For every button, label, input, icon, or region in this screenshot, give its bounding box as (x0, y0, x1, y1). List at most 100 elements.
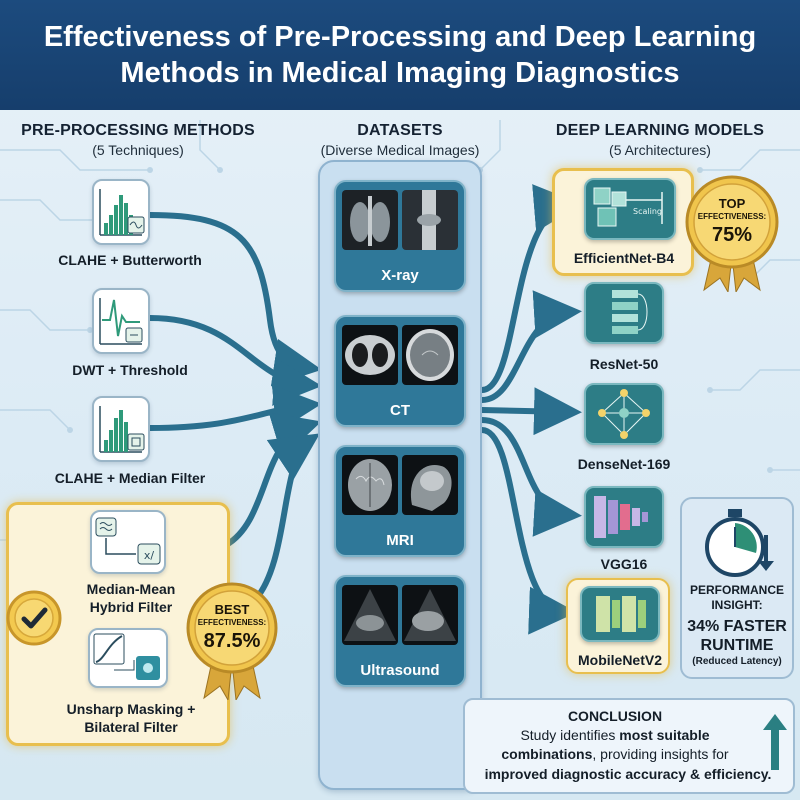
models-subheading: (5 Architectures) (609, 142, 711, 158)
method-card-unsharp-bilateral (88, 628, 168, 688)
performance-heading-line2: INSIGHT: (711, 598, 763, 612)
ultrasound-image-1 (342, 585, 398, 645)
models-heading: DEEP LEARNING MODELS (555, 122, 765, 139)
hybrid-filter-icon: x/ (95, 517, 161, 565)
top-badge-line1: TOP (718, 196, 746, 211)
residual-block-icon (612, 290, 648, 334)
method-label-median-mean-line1: Median-Mean (86, 581, 176, 597)
checkmark-medal (4, 588, 64, 648)
network-icon: Scaling (593, 187, 663, 227)
arrow-to-mobilenet (479, 427, 577, 635)
arrow-to-densenet (479, 387, 582, 436)
performance-heading: PERFORMANCE INSIGHT: (682, 583, 792, 613)
dataset-card-mri: MRI (334, 445, 466, 557)
datasets-heading-block: DATASETS (Diverse Medical Images) (300, 122, 500, 158)
model-card-efficientnet: Scaling (584, 178, 676, 240)
method-card-clahe-butterworth (92, 179, 150, 245)
model-card-mobilenet (580, 586, 660, 642)
method-label-clahe-butterworth: CLAHE + Butterworth (58, 252, 202, 268)
xray-knee-image (402, 190, 458, 250)
model-label-densenet: DenseNet-169 (577, 456, 671, 472)
model-card-resnet (584, 282, 664, 344)
performance-value: 34% FASTER RUNTIME (682, 617, 792, 655)
top-effectiveness-badge: TOP EFFECTIVENESS: 75% (682, 174, 782, 294)
dataset-card-xray: X-ray (334, 180, 466, 292)
conclusion-line2-bold: combinations (501, 746, 593, 762)
page-title: Effectiveness of Pre-Processing and Deep… (43, 21, 757, 89)
up-arrow-icon (763, 714, 787, 770)
model-label-vgg: VGG16 (600, 556, 648, 572)
best-effectiveness-badge: BEST EFFECTIVENESS: 87.5% (184, 582, 280, 702)
xray-chest-image (342, 190, 398, 250)
performance-note: (Reduced Latency) (692, 656, 782, 667)
top-badge-line2: EFFECTIVENESS: (697, 212, 767, 221)
check-icon (6, 590, 62, 646)
arrow-unsharp (252, 433, 320, 603)
mri-axial-image (342, 455, 398, 515)
conclusion-line2: combinations, providing insights for (465, 746, 765, 762)
method-label-unsharp-line1: Unsharp Masking + (66, 701, 196, 717)
dataset-label-ct: CT (390, 402, 410, 419)
histogram-icon (99, 406, 145, 453)
medal-ribbon-icon (685, 175, 779, 294)
svg-text:x/: x/ (144, 549, 155, 562)
scaling-label: Scaling (633, 207, 662, 216)
method-card-clahe-median (92, 396, 150, 462)
performance-insight-box: PERFORMANCE INSIGHT: 34% FASTER RUNTIME … (680, 497, 794, 679)
dense-connections-icon (598, 389, 650, 439)
top-badge-value: 75% (711, 224, 753, 246)
arrow-to-resnet (479, 290, 582, 403)
arrow-to-efficientnet (479, 184, 582, 393)
datasets-subheading: (Diverse Medical Images) (320, 142, 480, 158)
medal-ribbon-icon (186, 582, 278, 702)
model-card-densenet (584, 383, 664, 445)
models-heading-block: DEEP LEARNING MODELS (5 Architectures) (540, 122, 780, 158)
dataset-label-mri: MRI (386, 532, 414, 549)
method-label-median-mean-line2: Hybrid Filter (89, 599, 173, 615)
wavelet-icon (99, 298, 143, 345)
stopwatch-icon (705, 509, 774, 577)
dataset-card-ultrasound: Ultrasound (334, 575, 466, 687)
conclusion-line1-bold: most suitable (619, 727, 710, 743)
best-badge-line2: EFFECTIVENESS: (197, 618, 267, 627)
arrow-clahe-median (147, 384, 322, 433)
performance-heading-line1: PERFORMANCE (689, 583, 784, 597)
ultrasound-image-2 (402, 585, 458, 645)
conv-layers-icon (594, 496, 648, 538)
method-label-median-mean: Median-Mean Hybrid Filter (46, 580, 216, 616)
preprocessing-heading: PRE-PROCESSING METHODS (21, 122, 255, 139)
preprocessing-heading-block: PRE-PROCESSING METHODS (5 Techniques) (18, 122, 258, 158)
conclusion-box: CONCLUSION Study identifies most suitabl… (463, 698, 795, 794)
performance-value-line1: 34% FASTER (687, 618, 787, 635)
model-label-efficientnet: EfficientNet-B4 (573, 250, 675, 266)
arrow-median-mean (223, 412, 322, 548)
conclusion-line2-text: , providing insights for (592, 746, 729, 762)
method-label-dwt-threshold: DWT + Threshold (72, 362, 188, 378)
ct-brain-image (402, 325, 458, 385)
conclusion-heading: CONCLUSION (567, 708, 663, 724)
method-card-dwt-threshold (92, 288, 150, 354)
method-label-unsharp-bilateral: Unsharp Masking + Bilateral Filter (36, 700, 226, 736)
dataset-card-ct: CT (334, 315, 466, 427)
model-label-resnet: ResNet-50 (589, 356, 659, 372)
ct-chest-image (342, 325, 398, 385)
mri-sagittal-image (402, 455, 458, 515)
best-badge-value: 87.5% (203, 630, 261, 652)
histogram-icon (99, 189, 145, 236)
arrow-dwt-threshold (147, 315, 322, 406)
conclusion-line3: improved diagnostic accuracy & efficienc… (484, 766, 772, 782)
datasets-heading: DATASETS (357, 122, 443, 139)
model-label-mobilenet: MobileNetV2 (577, 652, 662, 668)
arrow-to-vgg (479, 417, 582, 537)
preprocessing-subheading: (5 Techniques) (92, 142, 184, 158)
method-label-clahe-median: CLAHE + Median Filter (54, 470, 206, 486)
mobile-block-icon (596, 596, 646, 632)
dataset-label-xray: X-ray (381, 267, 419, 284)
sharpen-icon (93, 633, 160, 680)
method-card-median-mean: x/ (90, 510, 166, 574)
conclusion-line1-text: Study identifies (520, 727, 616, 743)
best-badge-line1: BEST (214, 602, 250, 617)
performance-value-line2: RUNTIME (700, 637, 774, 654)
header-banner: Effectiveness of Pre-Processing and Deep… (0, 0, 800, 110)
